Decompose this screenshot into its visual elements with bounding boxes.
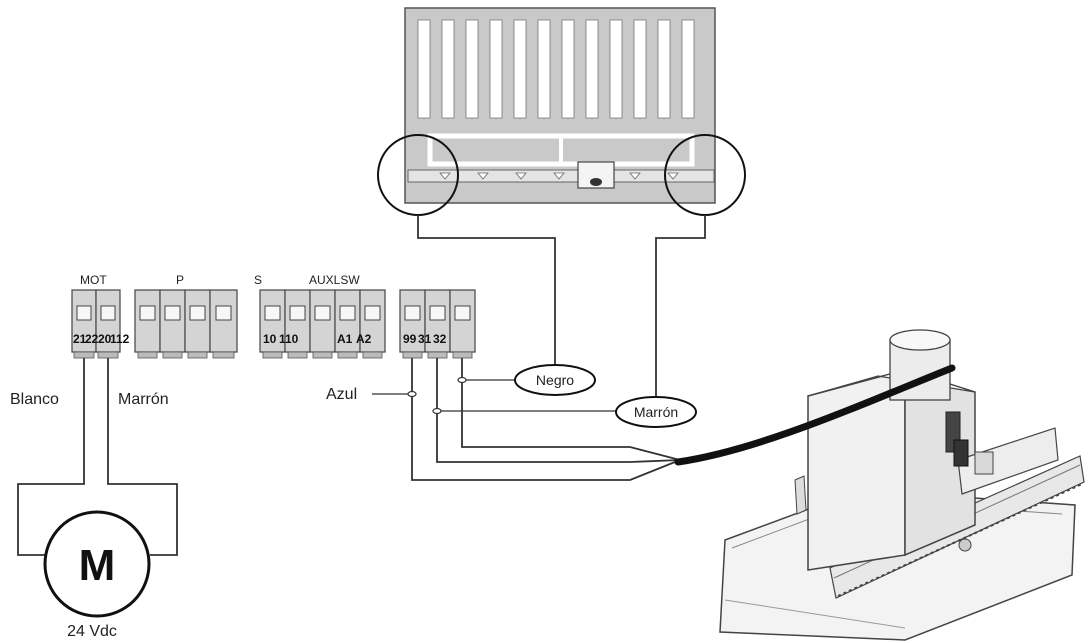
wire-label-azul: Azul [326, 386, 357, 403]
wire-azul [411, 358, 681, 481]
wire-negro [461, 358, 681, 461]
terminal-32: 32 [433, 332, 447, 346]
wire-label-marron-motor: Marrón [118, 391, 169, 408]
terminal-a2: A2 [356, 332, 372, 346]
gearmotor-unit [719, 329, 1085, 641]
terminal-a1: A1 [337, 332, 353, 346]
terminal-110: 110 [279, 332, 299, 346]
wire-label-blanco: Blanco [10, 391, 59, 408]
gate-rail-marks [439, 172, 679, 180]
group-label-mot: MOT [80, 273, 107, 287]
terminal-22: 22 [85, 332, 99, 346]
terminal-31: 31 [418, 332, 432, 346]
motor-voltage-label: 24 Vdc [67, 623, 117, 640]
wire-label-marron-switch: Marrón [634, 404, 678, 420]
group-label-s: S [254, 273, 262, 287]
terminal-group-s-auxlsw: 10 110 A1 A2 [259, 289, 386, 359]
terminal-20: 20 [98, 332, 112, 346]
terminal-10: 10 [263, 332, 277, 346]
group-label-auxlsw: AUXLSW [309, 273, 360, 287]
terminal-99: 99 [403, 332, 417, 346]
wire-gate-right [655, 215, 706, 399]
motor-letter: M [79, 541, 116, 590]
terminal-group-lsw: 99 31 32 [399, 289, 476, 359]
group-label-p: P [176, 273, 184, 287]
wire-blanco [17, 358, 85, 556]
gate-bars [417, 19, 695, 119]
wire-tag-marron-switch [615, 396, 697, 428]
wire-label-negro: Negro [536, 372, 574, 388]
motor-symbol [43, 510, 151, 618]
terminal-21: 21 [73, 332, 87, 346]
motor-cable [674, 364, 956, 466]
terminal-group-mot: 21 22 20 112 [71, 289, 130, 359]
wire-marron-motor [107, 358, 178, 556]
wire-gate-left [417, 215, 556, 365]
wire-tag-negro [514, 364, 596, 396]
terminal-group-p [134, 289, 238, 359]
sliding-gate [377, 7, 746, 216]
terminal-112: 112 [110, 332, 130, 346]
